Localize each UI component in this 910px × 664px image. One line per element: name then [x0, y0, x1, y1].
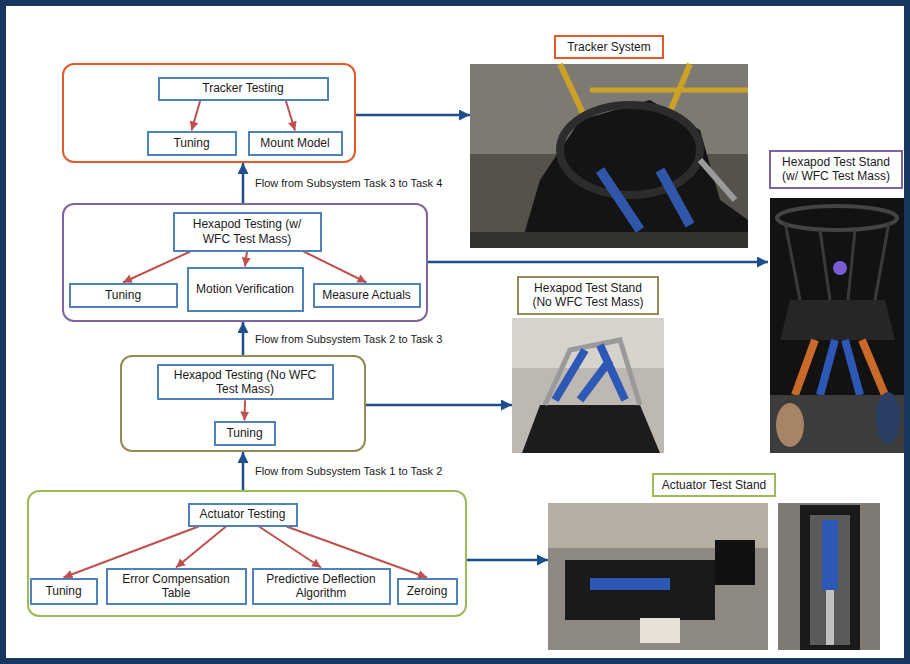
process-box: Tuning	[69, 283, 178, 308]
sub-task-arrow	[244, 400, 247, 420]
hexapod-wfc-photo	[770, 198, 904, 453]
flow-label: Flow from Subsystem Task 3 to Task 4	[253, 177, 444, 189]
person	[776, 403, 804, 447]
box-label: Tracker Testing	[202, 81, 283, 95]
process-box: Actuator Testing	[188, 503, 298, 527]
person	[876, 392, 900, 444]
process-box: Tuning	[214, 421, 276, 446]
photo-ground	[778, 503, 880, 650]
box-label: Predictive Deflection Algorithm	[258, 572, 385, 601]
box-label: Tuning	[105, 288, 141, 302]
process-box: Mount Model	[248, 131, 343, 156]
photo-panel: Actuator Test Stand	[548, 473, 880, 650]
actuator-rod	[826, 590, 834, 645]
sub-task-arrow	[245, 252, 247, 267]
process-box: Hexapod Testing (w/ WFC Test Mass)	[173, 212, 322, 252]
yellow-beam	[590, 88, 748, 93]
sub-task-arrow	[259, 527, 321, 568]
page-frame	[3, 3, 907, 661]
flow-label: Flow from Subsystem Task 1 to Task 2	[253, 465, 444, 477]
box-label: Tuning	[173, 136, 209, 150]
box-label: Hexapod Testing (No WFC Test Mass)	[163, 368, 328, 397]
photo-label: Hexapod Test Stand (No WFC Test Mass)	[517, 276, 659, 315]
photo-panel: Hexapod Test Stand (No WFC Test Mass)	[512, 276, 664, 453]
photo-label: Hexapod Test Stand (w/ WFC Test Mass)	[769, 150, 903, 189]
strut	[700, 160, 735, 200]
flow-arrow	[242, 322, 245, 355]
box-label: Motion Verification	[196, 282, 294, 296]
process-box: Predictive Deflection Algorithm	[252, 568, 391, 605]
task-group: Actuator TestingTuning Error Compensation…	[27, 490, 467, 617]
box-label: Tuning	[45, 584, 81, 598]
stand-bed	[810, 515, 850, 645]
tracker-photo	[470, 64, 748, 248]
photo-ground	[548, 503, 768, 650]
process-box: Error Compensation Table	[106, 568, 247, 605]
process-box: Tuning	[30, 578, 98, 605]
paper	[640, 618, 680, 643]
sub-task-arrow	[123, 252, 190, 283]
photo-label: Actuator Test Stand	[652, 473, 776, 497]
tracker-body	[520, 100, 748, 248]
hexapod-platform	[780, 300, 895, 340]
process-box: Tracker Testing	[158, 77, 329, 101]
task-group: Hexapod Testing (No WFC Test Mass) Tuning	[120, 355, 366, 452]
hexapod-stand-photo	[512, 318, 664, 453]
flow-arrow	[242, 163, 245, 203]
process-box: Motion Verification	[187, 267, 304, 312]
stand-frame	[565, 560, 715, 620]
process-box: Hexapod Testing (No WFC Test Mass)	[157, 364, 334, 401]
actuator-cylinder	[555, 345, 625, 400]
flow-label: Flow from Subsystem Task 2 to Task 3	[253, 333, 444, 345]
photo-ground	[512, 318, 664, 453]
box-label: Hexapod Testing (w/ WFC Test Mass)	[179, 217, 316, 246]
flow-arrow	[467, 559, 548, 562]
flow-arrow	[366, 404, 512, 407]
sub-task-arrow	[176, 527, 226, 568]
controller-box	[715, 540, 755, 585]
task-group: Hexapod Testing (w/ WFC Test Mass) Tuning…	[62, 203, 428, 322]
strut	[545, 340, 640, 405]
tracker-ring	[560, 105, 700, 195]
stand-base	[522, 405, 660, 453]
process-box: Zeroing	[397, 578, 458, 605]
box-label: Tuning	[226, 426, 262, 440]
sub-task-arrow	[192, 101, 201, 131]
sub-task-arrow	[286, 101, 295, 131]
photo-wall	[512, 318, 664, 368]
flow-arrow	[242, 452, 245, 490]
actuator-cylinder	[660, 170, 690, 225]
box-label: Mount Model	[260, 136, 329, 150]
photo-label: Tracker System	[554, 35, 664, 59]
actuator-cylinder	[590, 578, 670, 590]
process-box: Tuning	[147, 131, 237, 156]
strut	[785, 222, 889, 300]
test-mass-ring	[777, 206, 897, 230]
photo-panel: Hexapod Test Stand (w/ WFC Test Mass)	[768, 150, 904, 453]
box-label: Zeroing	[407, 584, 448, 598]
actuator-cylinder	[600, 170, 640, 230]
sub-task-arrow	[304, 252, 367, 283]
flow-arrow	[356, 114, 470, 117]
flow-arrow	[428, 261, 768, 264]
hexapod-leg	[795, 340, 885, 395]
light	[833, 261, 847, 275]
photo-floor	[470, 232, 748, 248]
process-box: Measure Actuals	[313, 283, 421, 308]
photo-ground	[470, 64, 748, 248]
box-label: Measure Actuals	[322, 288, 411, 302]
photo-panel: Tracker System	[470, 35, 748, 248]
connectors	[64, 101, 769, 578]
task-group: Tracker TestingTuning Mount Model	[62, 63, 356, 163]
actuator-cylinder	[822, 520, 838, 590]
box-label: Error Compensation Table	[112, 572, 241, 601]
photo-ground	[770, 198, 904, 453]
actuator-cylinder	[820, 340, 860, 395]
stand-frame	[800, 505, 860, 650]
box-label: Actuator Testing	[200, 507, 286, 521]
actuator-stand-photo	[548, 503, 880, 650]
